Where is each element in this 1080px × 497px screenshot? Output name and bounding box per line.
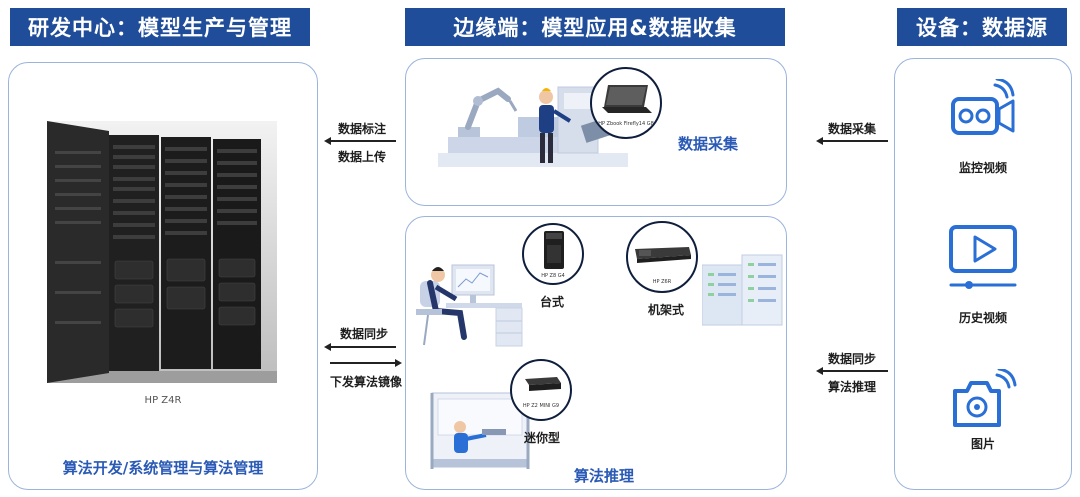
tower-type-label: 台式: [540, 295, 565, 309]
data-source-panel: 监控视频 历史视频 图片: [894, 58, 1072, 490]
inference-panel: HP Z8 G4 台式 HP Z6R 机架式 HP Z2 MINI G9: [405, 216, 787, 490]
label-data-sync-right: 数据同步: [828, 352, 877, 366]
source-label-image: 图片: [970, 437, 995, 451]
arrow-to-edge: [330, 359, 402, 366]
rack-server-icon: [635, 247, 691, 263]
label-data-sync-left: 数据同步: [340, 327, 389, 341]
label-deploy-image: 下发算法镜像: [330, 375, 403, 389]
video-camera-icon: [951, 79, 1015, 135]
rack-workstation-circle: HP Z6R: [626, 221, 698, 293]
server-model-label: HP Z4R: [144, 395, 182, 406]
laptop-icon: [602, 85, 652, 113]
video-play-icon: [949, 225, 1017, 289]
data-collection-title: 数据采集: [678, 135, 739, 153]
label-data-annotation: 数据标注: [338, 122, 387, 136]
label-inference-right: 算法推理: [828, 380, 877, 394]
tower-model-label: HP Z8 G4: [541, 273, 565, 279]
tower-pc-icon: [544, 231, 564, 269]
laptop-circle: HP Zbook Firefly14 G8: [590, 67, 662, 139]
label-data-collect-right: 数据采集: [828, 122, 877, 136]
arrow-to-collection: [816, 137, 888, 144]
source-label-history: 历史视频: [958, 311, 1007, 325]
arrow-to-research-bottom: [324, 343, 396, 350]
workstation-user-illustration: [416, 264, 523, 347]
research-center-panel: HP Z4R 算法开发/系统管理与算法管理: [8, 62, 318, 490]
mini-type-label: 迷你型: [524, 431, 561, 445]
mini-pc-circle: HP Z2 MINI G9: [510, 359, 572, 421]
laptop-model-label: HP Zbook Firefly14 G8: [598, 121, 654, 127]
arrow-to-research-top: [324, 137, 396, 144]
rack-model-label: HP Z6R: [652, 279, 672, 285]
tower-workstation-circle: HP Z8 G4: [522, 223, 584, 285]
rack-type-label: 机架式: [648, 303, 685, 317]
server-cluster-illustration: [702, 254, 783, 326]
arrow-to-inference: [816, 367, 888, 374]
label-data-upload: 数据上传: [338, 150, 387, 164]
header-edge: 边缘端：模型应用&数据收集: [405, 8, 785, 46]
mini-model-label: HP Z2 MINI G9: [522, 403, 560, 409]
photo-camera-icon: [953, 369, 1017, 427]
inference-title: 算法推理: [574, 467, 635, 485]
booth-user-illustration: [430, 392, 530, 469]
server-rack-image: [47, 121, 277, 383]
research-center-caption: 算法开发/系统管理与算法管理: [62, 459, 264, 477]
header-devices: 设备：数据源: [897, 8, 1067, 46]
data-collection-panel: HP Zbook Firefly14 G8 数据采集: [405, 58, 787, 206]
header-research-center: 研发中心：模型生产与管理: [10, 8, 310, 46]
mini-pc-icon: [525, 377, 561, 391]
source-label-surveillance: 监控视频: [958, 161, 1007, 175]
